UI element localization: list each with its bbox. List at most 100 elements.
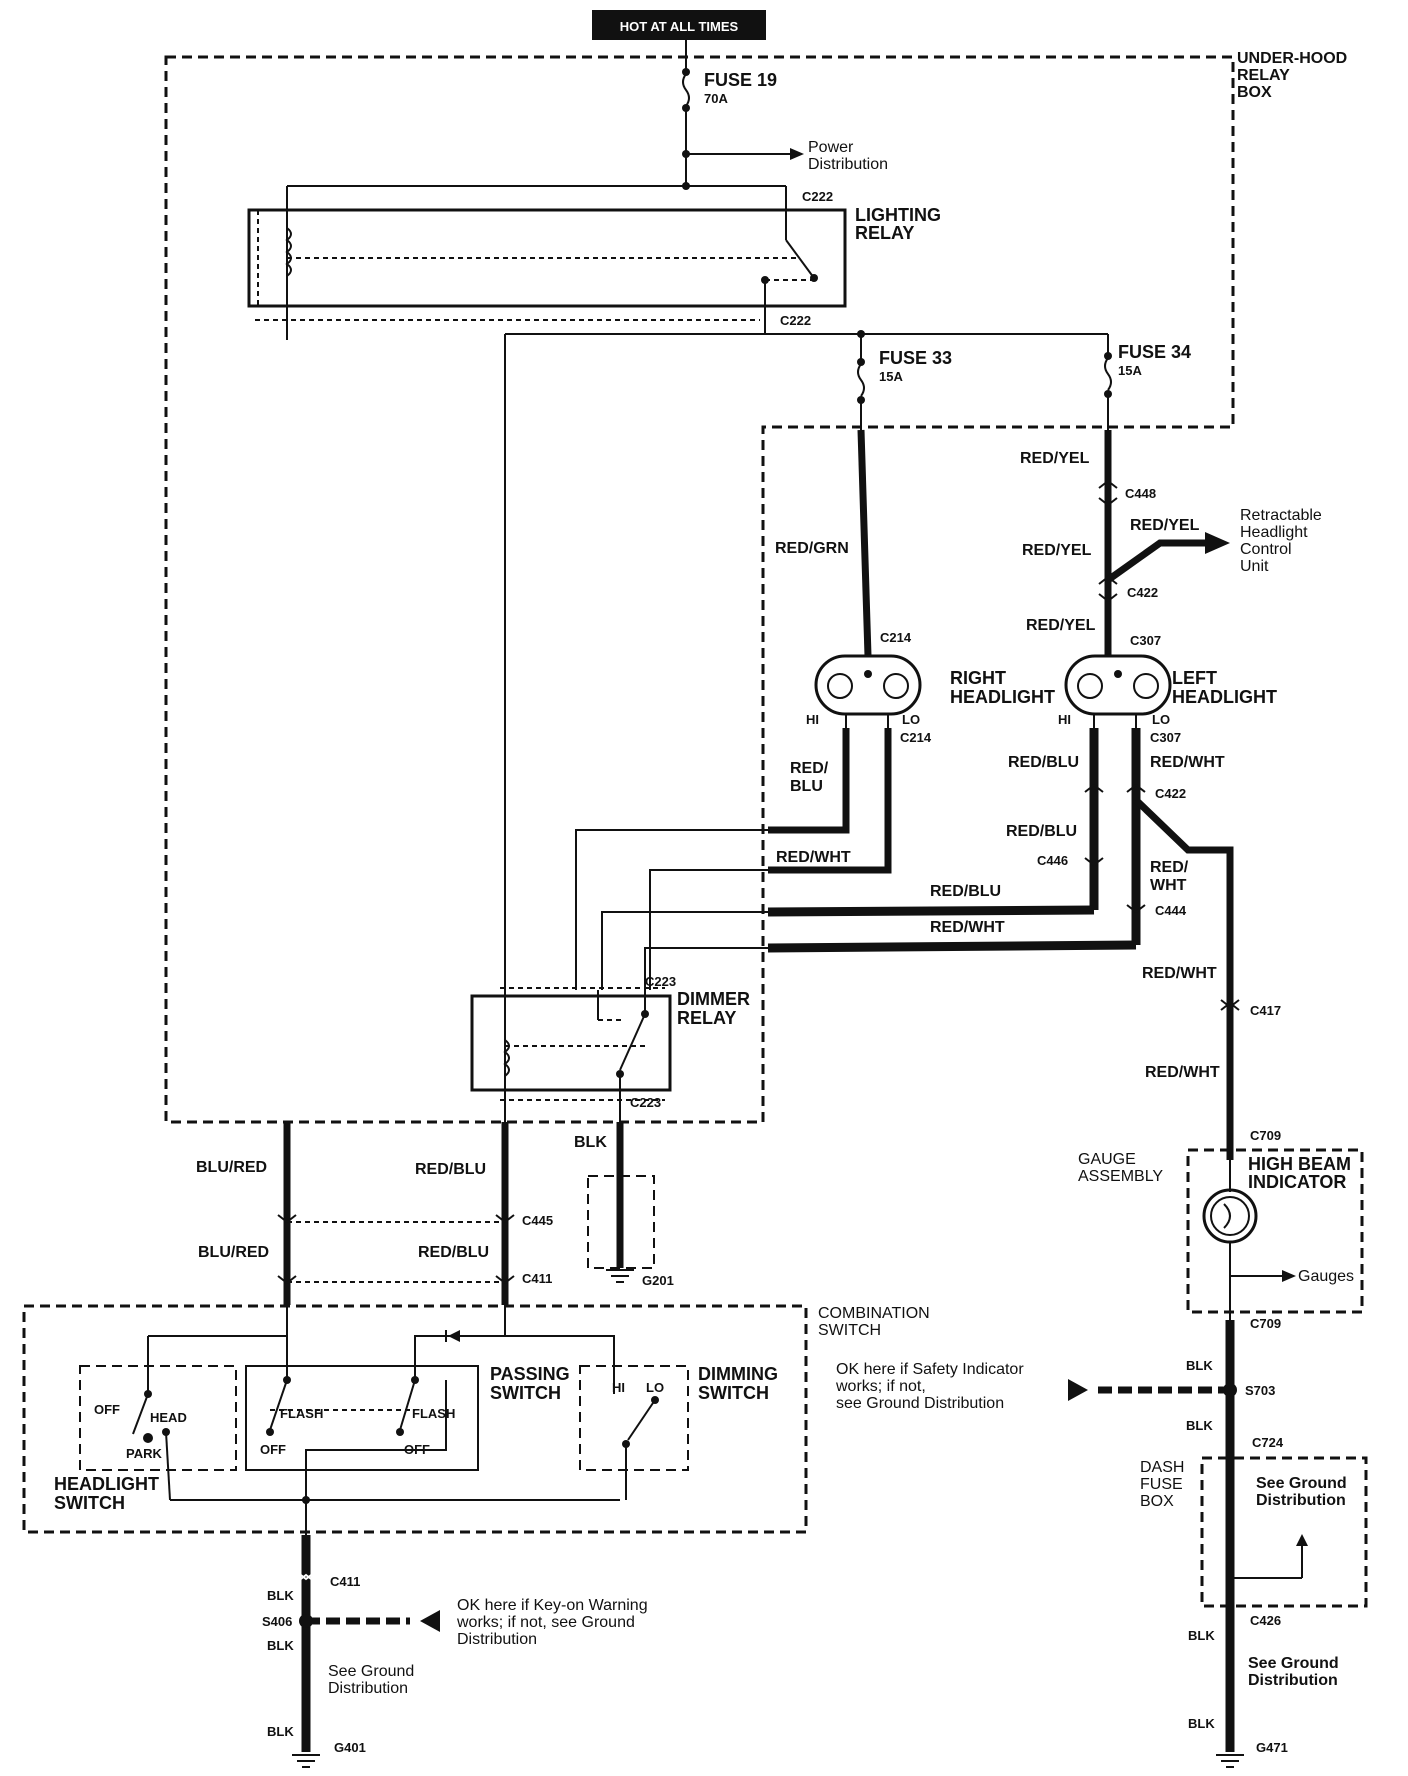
wire-red-yel-branch: RED/YEL bbox=[1130, 517, 1200, 534]
c446-label: C446 bbox=[1037, 853, 1068, 868]
combination-switch-label-2: SWITCH bbox=[818, 1322, 881, 1339]
left-headlight-label-2: HEADLIGHT bbox=[1172, 687, 1277, 707]
combination-switch-box bbox=[22, 1304, 808, 1534]
hot-at-all-times-banner: HOT AT ALL TIMES bbox=[592, 10, 766, 40]
passing-switch-label-2: SWITCH bbox=[490, 1383, 561, 1403]
left-headlight-lo: LO bbox=[1152, 712, 1170, 727]
gauge-assembly-label-2: ASSEMBLY bbox=[1078, 1168, 1163, 1185]
c222-top-label: C222 bbox=[802, 189, 833, 204]
wire-red-left: RED/ bbox=[1150, 859, 1189, 876]
high-beam-label-1: HIGH BEAM bbox=[1248, 1154, 1351, 1174]
under-hood-label-2: RELAY bbox=[1237, 67, 1290, 84]
right-headlight-label-2: HEADLIGHT bbox=[950, 687, 1055, 707]
dimming-switch-lo: LO bbox=[646, 1380, 664, 1395]
note-keyon-line-2: works; if not, see Ground bbox=[456, 1614, 635, 1631]
combination-switch-label-1: COMBINATION bbox=[818, 1305, 930, 1322]
gauge-assembly-label-1: GAUGE bbox=[1078, 1151, 1136, 1168]
dash-fuse-box bbox=[1200, 1456, 1368, 1608]
dimming-switch-hi: HI bbox=[612, 1380, 625, 1395]
g471-label: G471 bbox=[1256, 1740, 1288, 1755]
headlight-switch-park: PARK bbox=[126, 1446, 162, 1461]
gauge-assembly-box bbox=[1186, 1148, 1364, 1314]
passing-switch-label-1: PASSING bbox=[490, 1364, 570, 1384]
wire-red-wht-left-1: RED/WHT bbox=[1150, 754, 1225, 771]
under-hood-label-1: UNDER-HOOD bbox=[1237, 50, 1347, 67]
note-keyon-line-3: Distribution bbox=[457, 1631, 537, 1648]
g201-ground-symbol bbox=[606, 1269, 634, 1283]
wire-red-yel-3: RED/YEL bbox=[1026, 617, 1096, 634]
right-headlight-lamp bbox=[814, 654, 922, 728]
note-keyon-line-1: OK here if Key-on Warning bbox=[457, 1597, 648, 1614]
c223-top-label: C223 bbox=[645, 974, 676, 989]
wire-red-wht-hb-2: RED/WHT bbox=[1145, 1064, 1220, 1081]
wire-blu-red-2: BLU/RED bbox=[198, 1244, 269, 1261]
c422-top-label: C422 bbox=[1127, 585, 1158, 600]
wire-red-blu-left-2: RED/BLU bbox=[1006, 823, 1077, 840]
g401-label: G401 bbox=[334, 1740, 366, 1755]
lighting-relay-box bbox=[247, 208, 847, 308]
fuse-33 bbox=[857, 330, 865, 430]
right-headlight-lo: LO bbox=[902, 712, 920, 727]
c724-label: C724 bbox=[1252, 1435, 1284, 1450]
passing-switch-flash-1: FLASH bbox=[280, 1406, 323, 1421]
high-beam-label-2: INDICATOR bbox=[1248, 1172, 1346, 1192]
left-headlight-hi: HI bbox=[1058, 712, 1071, 727]
passing-switch-flash-2: FLASH bbox=[412, 1406, 455, 1421]
wire-red-blu-2: RED/BLU bbox=[418, 1244, 489, 1261]
wire-red-yel-2: RED/YEL bbox=[1022, 542, 1092, 559]
passing-switch-off-2: OFF bbox=[404, 1442, 430, 1457]
power-distribution-label-1: Power bbox=[808, 139, 854, 156]
c307-top-label: C307 bbox=[1130, 633, 1161, 648]
dash-fuse-box-label-1: DASH bbox=[1140, 1459, 1184, 1476]
note-safety-line-2: works; if not, bbox=[835, 1378, 926, 1395]
note-safety-line-1: OK here if Safety Indicator bbox=[836, 1361, 1024, 1378]
fuse-33-rating: 15A bbox=[879, 369, 903, 384]
dash-fuse-box-label-3: BOX bbox=[1140, 1493, 1174, 1510]
wire-blk-g401: BLK bbox=[267, 1724, 294, 1739]
see-ground-left-2: Distribution bbox=[328, 1680, 408, 1697]
dash-fuse-box-label-2: FUSE bbox=[1140, 1476, 1183, 1493]
wire-blk-s406-1: BLK bbox=[267, 1588, 294, 1603]
headlight-switch-off: OFF bbox=[94, 1402, 120, 1417]
right-headlight-hi: HI bbox=[806, 712, 819, 727]
dimmer-relay-label-1: DIMMER bbox=[677, 989, 750, 1009]
hot-at-all-times-label: HOT AT ALL TIMES bbox=[620, 19, 739, 34]
s406-label: S406 bbox=[262, 1614, 292, 1629]
retractable-label-4: Unit bbox=[1240, 558, 1269, 575]
wire-red-blu-feed: RED/BLU bbox=[930, 883, 1001, 900]
c307-bottom-label: C307 bbox=[1150, 730, 1181, 745]
s703-label: S703 bbox=[1245, 1383, 1275, 1398]
dimmer-relay-label-2: RELAY bbox=[677, 1008, 736, 1028]
see-ground-dash-1: See Ground bbox=[1256, 1475, 1347, 1492]
headlight-switch-head: HEAD bbox=[150, 1410, 187, 1425]
wire-blk-s703-1: BLK bbox=[1186, 1358, 1213, 1373]
under-hood-relay-box-outline bbox=[164, 55, 1235, 1124]
c709-top-label: C709 bbox=[1250, 1128, 1281, 1143]
retractable-label-1: Retractable bbox=[1240, 507, 1322, 524]
right-headlight-label-1: RIGHT bbox=[950, 668, 1006, 688]
left-headlight-lamp bbox=[1064, 654, 1172, 728]
wire-red-grn: RED/GRN bbox=[775, 540, 849, 557]
wire-red-wht-hb-1: RED/WHT bbox=[1142, 965, 1217, 982]
fuse-19 bbox=[682, 40, 690, 190]
wire-blk-g201: BLK bbox=[574, 1134, 607, 1151]
retractable-label-2: Headlight bbox=[1240, 524, 1308, 541]
dimming-switch-label-1: DIMMING bbox=[698, 1364, 778, 1384]
wire-red-blu-1: RED/BLU bbox=[415, 1161, 486, 1178]
headlight-switch-label-2: SWITCH bbox=[54, 1493, 125, 1513]
fuse-34-rating: 15A bbox=[1118, 363, 1142, 378]
wire-red-blu-left-1: RED/BLU bbox=[1008, 754, 1079, 771]
note-safety-line-3: see Ground Distribution bbox=[836, 1395, 1004, 1412]
wire-blu-red-1: BLU/RED bbox=[196, 1159, 267, 1176]
headlight-switch-label-1: HEADLIGHT bbox=[54, 1474, 159, 1494]
wire-wht-left: WHT bbox=[1150, 877, 1187, 894]
c417-label: C417 bbox=[1250, 1003, 1281, 1018]
high-beam-indicator-lamp bbox=[1202, 1188, 1258, 1244]
wire-blk-s406-2: BLK bbox=[267, 1638, 294, 1653]
wire-blk-s703-2: BLK bbox=[1186, 1418, 1213, 1433]
c411-top-label: C411 bbox=[522, 1271, 552, 1286]
dimming-switch-label-2: SWITCH bbox=[698, 1383, 769, 1403]
wire-red-slash: RED/ bbox=[790, 760, 829, 777]
c214-top-label: C214 bbox=[880, 630, 912, 645]
